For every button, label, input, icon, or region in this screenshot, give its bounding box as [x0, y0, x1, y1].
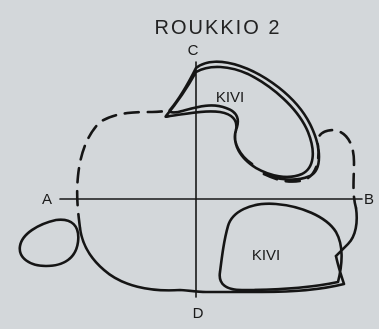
grave-outline-west-dashed — [75, 108, 172, 230]
diagram-title: ROUKKIO 2 — [155, 17, 282, 39]
point-label-b: B — [364, 191, 374, 208]
point-label-a: A — [42, 191, 52, 208]
west-small-stone-outline — [18, 218, 80, 268]
lower-stone-outline — [218, 202, 343, 292]
grave-outline-south — [78, 226, 346, 294]
lower-stone-label: KIVI — [252, 247, 280, 264]
point-label-d: D — [193, 305, 204, 322]
point-label-c: C — [188, 42, 199, 59]
grave-outline-east — [334, 206, 359, 258]
grave-outline-east-dashed — [262, 128, 358, 210]
upper-stone-outline — [164, 65, 315, 179]
upper-stone-label: KIVI — [216, 89, 244, 106]
